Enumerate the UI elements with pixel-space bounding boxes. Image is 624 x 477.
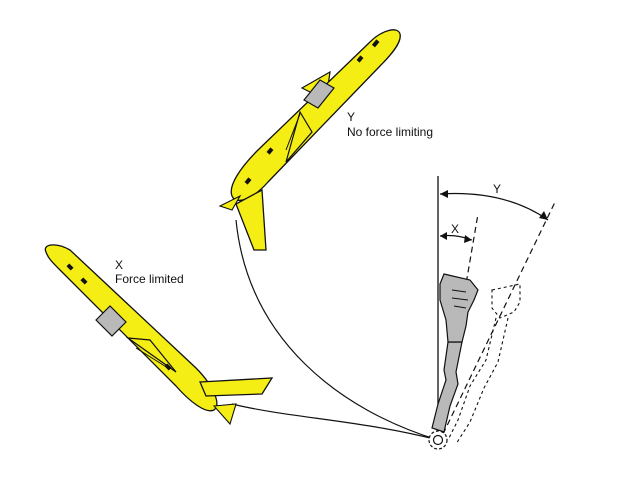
- deflection-line-x: [440, 213, 479, 431]
- deflected-stick-outline: [447, 283, 521, 445]
- label-force-limited: Force limited: [115, 272, 184, 286]
- sidestick: [431, 273, 479, 433]
- aircraft-x: [44, 244, 274, 426]
- angle-arc-y: [439, 192, 549, 221]
- angle-label-y: Y: [493, 182, 502, 196]
- trajectory-line-x: [231, 403, 439, 441]
- stick-pivot: [428, 430, 448, 450]
- label-no-force-limiting: No force limiting: [347, 125, 434, 139]
- label-x-letter: X: [115, 258, 124, 272]
- deflection-line-y: [442, 199, 557, 435]
- trajectory-line-y: [235, 219, 439, 441]
- aircraft-y: [218, 29, 401, 251]
- angle-label-x: X: [451, 222, 460, 236]
- label-y-letter: Y: [347, 110, 356, 124]
